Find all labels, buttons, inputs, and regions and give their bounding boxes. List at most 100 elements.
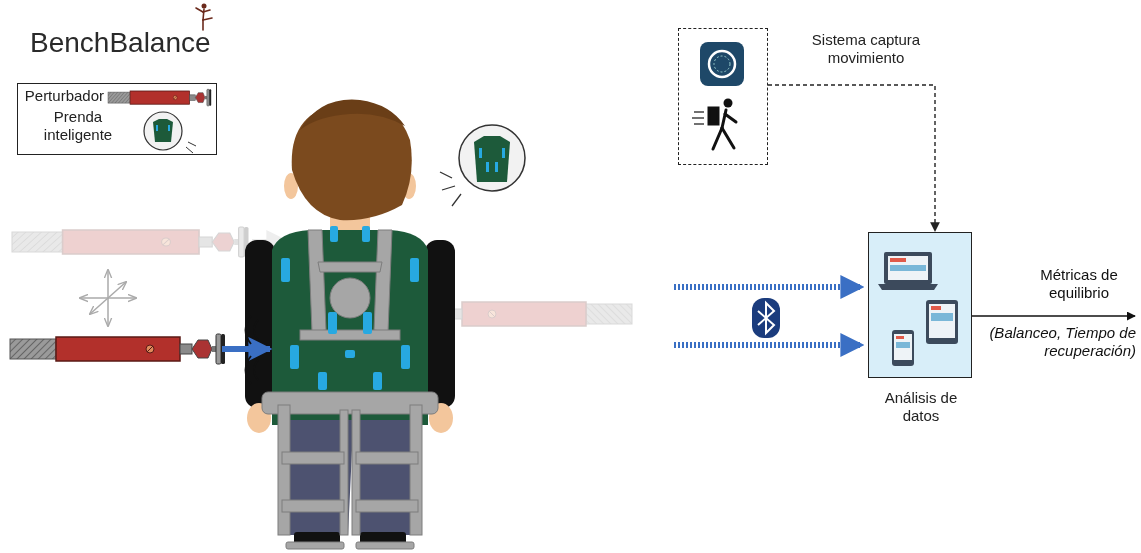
mocap-icons — [694, 111, 704, 112]
logo-figure — [203, 10, 210, 12]
direction-cross — [80, 297, 108, 299]
exoskeleton — [262, 230, 438, 549]
exoskeleton — [318, 262, 382, 272]
garment-bubble — [442, 186, 455, 190]
direction-cross — [108, 282, 126, 298]
analysis-devices — [884, 252, 932, 284]
analysis-devices — [896, 342, 910, 348]
garment-bubble — [440, 172, 452, 178]
exoskeleton — [308, 230, 326, 332]
person — [425, 240, 455, 408]
legend-samples — [144, 112, 182, 150]
direction-cross — [80, 270, 136, 326]
mocap-icons — [725, 114, 736, 122]
person — [290, 420, 410, 535]
sensors — [363, 312, 372, 334]
mocap-icons — [722, 128, 734, 148]
sensors — [290, 345, 299, 369]
logo-text: BenchBalance — [30, 26, 220, 60]
exoskeleton — [356, 542, 414, 549]
analysis-devices — [888, 256, 928, 280]
legend-samples — [188, 142, 196, 146]
sensors — [362, 226, 370, 242]
analysis-devices — [894, 334, 912, 360]
bluetooth-links — [752, 298, 780, 338]
legend-label: Perturbador — [20, 87, 104, 105]
bluetooth-links — [758, 303, 774, 333]
mocap-icons — [692, 42, 744, 149]
vibration-waves — [246, 316, 259, 384]
garment-bubble — [440, 125, 525, 206]
vibration-waves — [254, 320, 258, 340]
exoskeleton — [356, 500, 418, 512]
legend-samples — [168, 125, 170, 131]
exoskeleton — [374, 230, 392, 332]
analysis-devices — [890, 258, 906, 262]
mocap-icons — [724, 99, 733, 108]
garment-bubble — [474, 136, 510, 182]
bluetooth-links — [674, 287, 862, 345]
person — [245, 240, 275, 408]
direction-cross — [107, 270, 109, 298]
capture-box: Sistema captura movimiento — [678, 28, 768, 165]
legend-samples — [108, 89, 211, 106]
sensors — [281, 258, 290, 282]
analysis-devices — [868, 232, 972, 378]
mocap-icons — [692, 112, 704, 124]
mocap-icons — [713, 128, 722, 149]
analysis-devices — [931, 306, 941, 310]
mocap-icons — [692, 117, 704, 118]
mocap-icons — [694, 123, 704, 124]
analysis-devices — [892, 330, 914, 366]
sensors — [281, 226, 419, 390]
exoskeleton — [300, 330, 400, 340]
exoskeleton — [286, 542, 344, 549]
garment-bubble — [479, 148, 482, 158]
analysis-devices — [868, 232, 972, 378]
exoskeleton — [340, 410, 348, 535]
node-label: Análisis de datos — [871, 389, 971, 425]
logo-figure — [196, 8, 203, 12]
output-arrow — [972, 315, 1135, 317]
direction-cross — [108, 297, 136, 299]
exoskeleton — [282, 452, 344, 464]
legend-samples — [186, 147, 193, 153]
vibration-waves — [246, 356, 252, 384]
analysis-devices — [890, 265, 926, 271]
analysis-devices — [929, 304, 955, 338]
vibration-waves — [254, 360, 258, 380]
logo-figure — [196, 4, 212, 31]
legend-samples — [156, 125, 158, 131]
legend-box: PerturbadorPrenda inteligente — [17, 83, 217, 155]
perturbator — [222, 346, 270, 352]
sensors — [328, 312, 337, 334]
node-label: Sistema captura movimiento — [791, 31, 941, 67]
exoskeleton — [352, 410, 360, 535]
mocap-icons — [714, 56, 730, 72]
exoskeleton — [282, 500, 344, 512]
mocap-icons — [709, 51, 735, 77]
perturbator — [10, 334, 270, 364]
metrics-title: Métricas de equilibrio — [1018, 266, 1140, 302]
mocap-icons — [709, 108, 718, 124]
logo-figure — [202, 4, 207, 9]
perturbator-faded — [12, 227, 249, 257]
analysis-devices — [926, 300, 958, 344]
direction-cross — [90, 298, 108, 314]
sensors — [330, 226, 338, 242]
vibration-waves — [246, 316, 252, 344]
sensors — [345, 350, 355, 358]
sensors — [318, 372, 327, 390]
analysis-devices — [896, 336, 904, 339]
mocap-icons — [709, 99, 736, 150]
metrics-detail: (Balanceo, Tiempo de recuperación) — [976, 324, 1136, 360]
legend-samples — [153, 119, 173, 142]
perturbator — [10, 334, 225, 364]
legend-samples — [108, 89, 211, 153]
garment-bubble — [495, 162, 498, 172]
person — [245, 100, 455, 546]
dashed-connector — [768, 85, 935, 231]
bluetooth-links — [674, 342, 862, 348]
analysis-box: Análisis de datos — [868, 232, 972, 378]
